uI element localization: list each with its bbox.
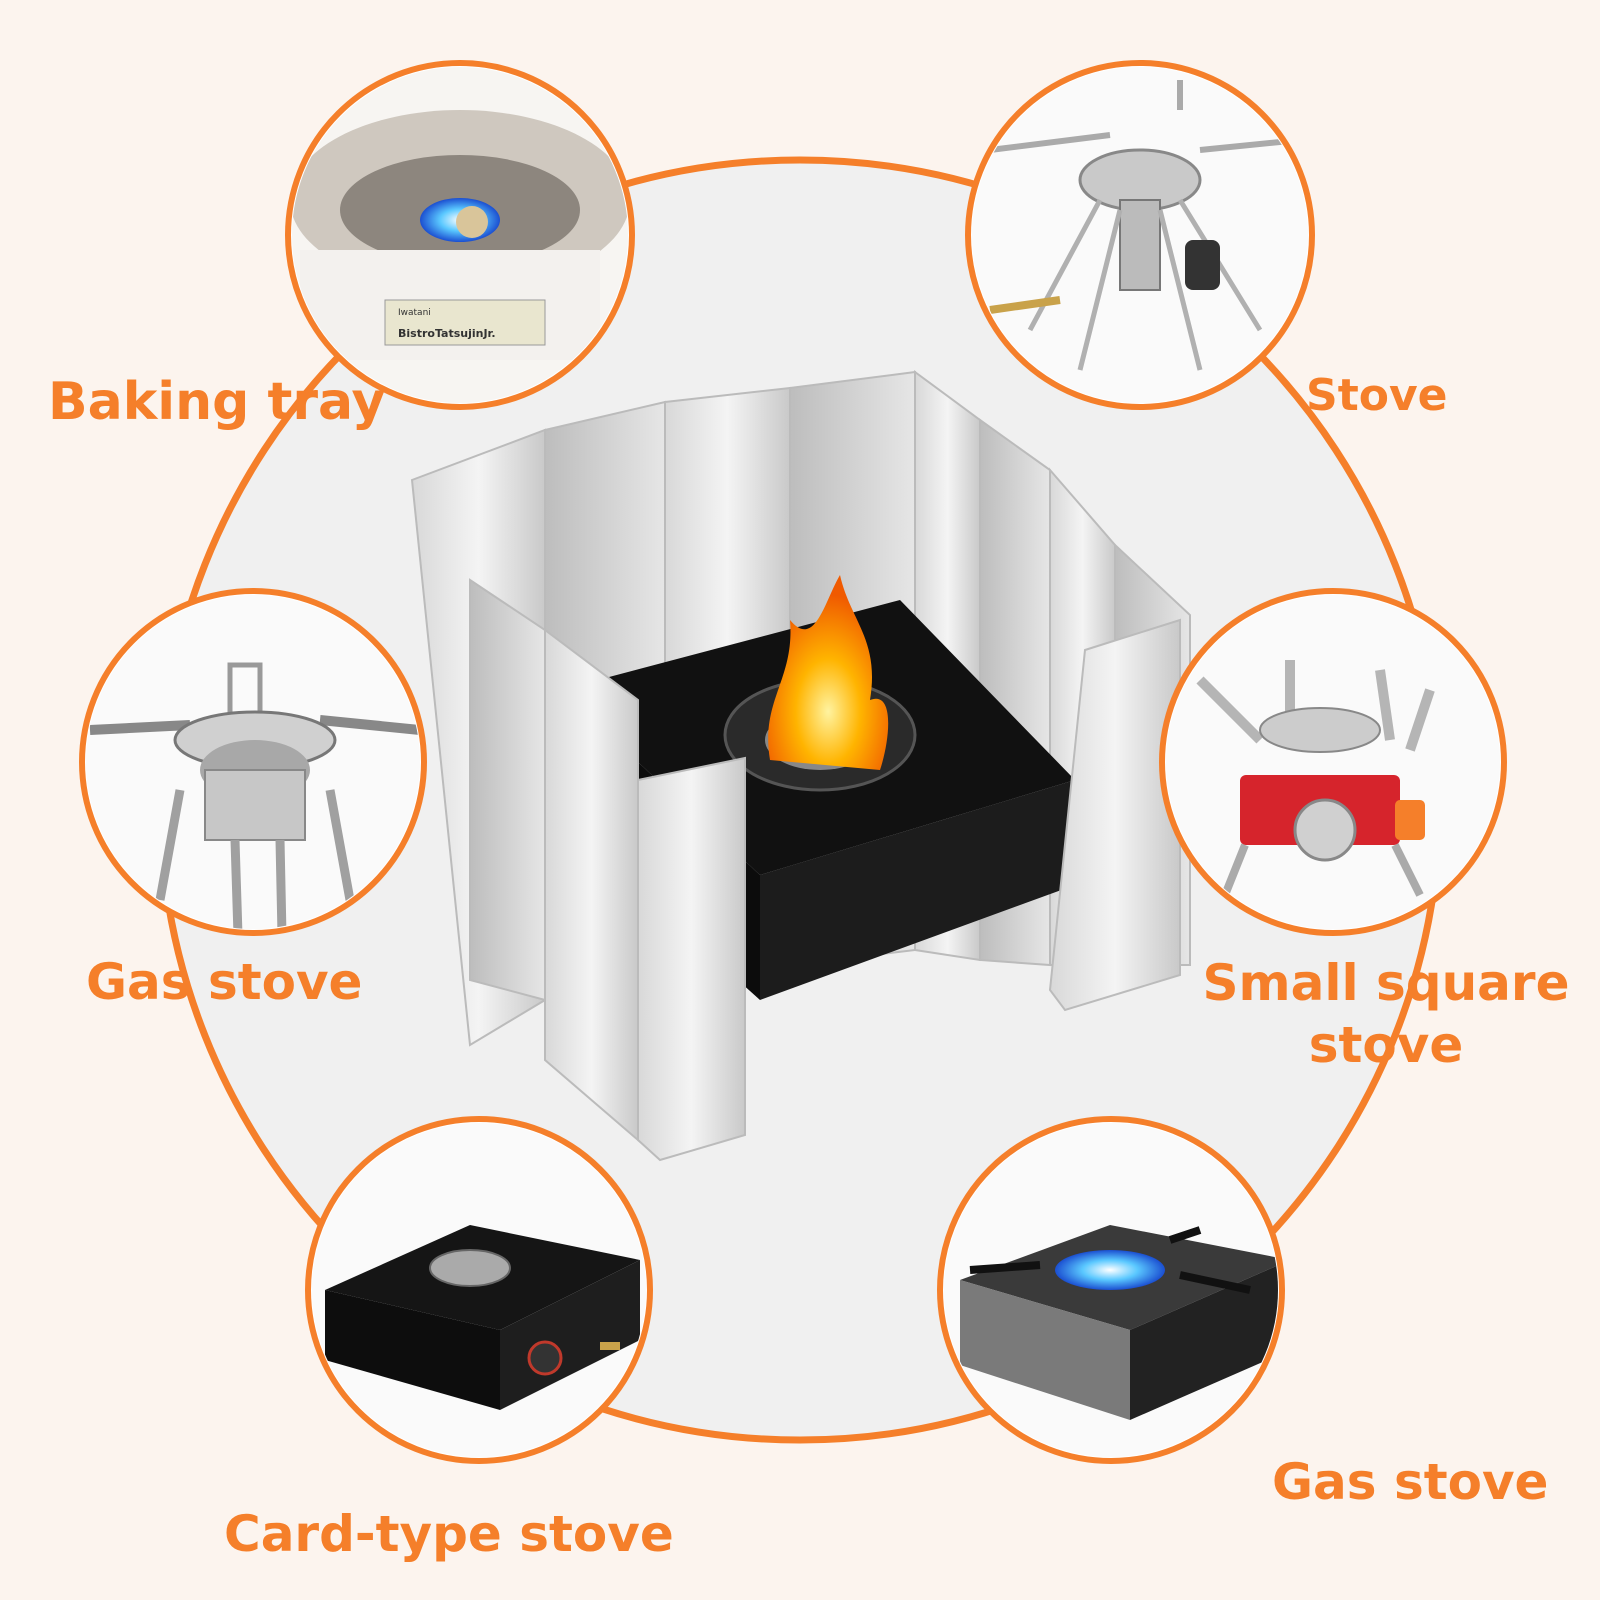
gas-stove-right-circle xyxy=(937,1116,1285,1464)
stove-circle xyxy=(965,60,1315,410)
label-baking-tray: Baking tray xyxy=(48,372,386,432)
label-gas-stove-left: Gas stove xyxy=(86,953,363,1011)
model-text: BistroTatsujinJr. xyxy=(398,327,496,340)
label-stove: Stove xyxy=(1306,370,1448,421)
label-gas-stove-right: Gas stove xyxy=(1272,1453,1549,1511)
windscreen-product xyxy=(410,370,1191,1162)
card-type-stove-circle xyxy=(305,1116,653,1464)
gas-stove-left-circle xyxy=(79,588,427,936)
label-small-square-stove: Small square stove xyxy=(1202,954,1570,1074)
small-square-stove-circle xyxy=(1159,588,1507,936)
brand-text: Iwatani xyxy=(398,308,431,318)
baking-tray-circle: Iwatani BistroTatsujinJr. xyxy=(285,60,635,410)
label-card-type-stove: Card-type stove xyxy=(224,1505,674,1563)
